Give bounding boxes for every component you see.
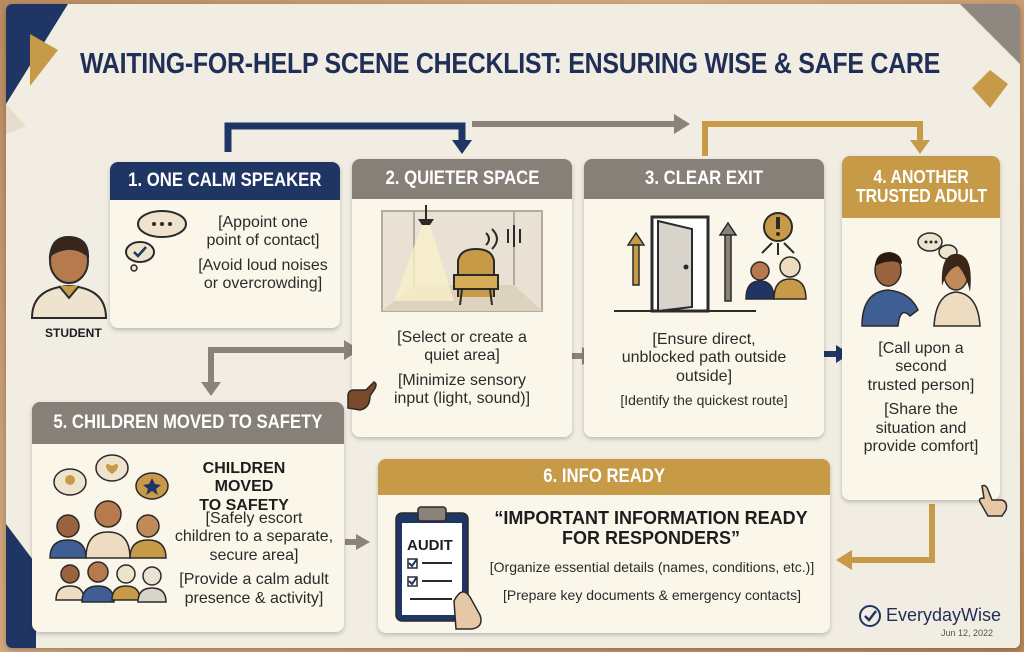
card-another-trusted-adult: 4. ANOTHER TRUSTED ADULT [Call upon a se…: [842, 156, 1000, 500]
pointing-hand-icon: [347, 381, 377, 411]
page-title: WAITING-FOR-HELP SCENE CHECKLIST: ENSURI…: [80, 48, 941, 80]
text-line: [Identify the quickest route]: [620, 392, 788, 409]
text-line: quiet area]: [424, 347, 500, 365]
card-title-line: TRUSTED ADULT: [855, 186, 987, 206]
card-info-ready: 6. INFO READY AUDIT “IMPORTANT INFORMATI…: [378, 459, 830, 633]
two-adults-talking-icon: [861, 232, 981, 327]
card-header: 4. ANOTHER TRUSTED ADULT: [842, 156, 1000, 218]
text-line: presence & activity]: [184, 589, 324, 607]
text-line: [Prepare key documents & emergency conta…: [502, 587, 802, 604]
children-group-icon: [49, 454, 169, 603]
clipboard-icon: [395, 506, 482, 630]
check-badge-icon: [859, 605, 881, 627]
text-line: [Appoint one: [218, 214, 308, 231]
text-line: [Ensure direct,: [652, 331, 756, 348]
card-one-calm-speaker: 1. ONE CALM SPEAKER [Appoint one point o…: [110, 162, 340, 328]
card-text: [Appoint one point of contact] [Avoid lo…: [188, 214, 338, 294]
card-title: 5. CHILDREN MOVED TO SAFETY: [53, 412, 323, 434]
text-line: unblocked path outside: [621, 349, 787, 367]
card-header: 2. QUIETER SPACE: [352, 159, 572, 199]
exit-door-icon: [614, 212, 807, 313]
text-line: provide comfort]: [863, 437, 979, 455]
text-line: trusted person]: [867, 376, 975, 394]
card-text: [Ensure direct, unblocked path outside o…: [588, 331, 820, 408]
text-line: children to a separate,: [174, 528, 334, 546]
card-title: 1. ONE CALM SPEAKER: [128, 170, 322, 192]
quiet-room-icon: [381, 205, 543, 312]
card-header: 5. CHILDREN MOVED TO SAFETY: [32, 402, 344, 444]
brand-name: EverydayWise: [886, 605, 1002, 625]
text-line: second: [895, 358, 947, 376]
card-title-line: 4. ANOTHER: [873, 167, 969, 188]
subtitle-line: TO SAFETY: [199, 496, 289, 514]
text-line: [Minimize sensory: [397, 371, 527, 389]
text-line: situation and: [875, 419, 967, 437]
card-clear-exit: 3. CLEAR EXIT [Ensure direct, unblocked …: [584, 159, 824, 437]
clipboard-label: AUDIT: [407, 537, 453, 554]
card-quieter-space: 2. QUIETER SPACE [Select or create a qui…: [352, 159, 572, 437]
text-line: secure area]: [209, 546, 299, 564]
card-text: [Organize essential details (names, cond…: [478, 559, 826, 603]
card-header: 1. ONE CALM SPEAKER: [110, 162, 340, 200]
text-line: input (light, sound)]: [393, 390, 531, 408]
corner-decoration-top-left: [6, 4, 68, 134]
pointing-hand-icon: [978, 484, 1008, 517]
card-quote: “IMPORTANT INFORMATION READY FOR RESPOND…: [486, 508, 816, 549]
thought-bubble-icon: [125, 210, 187, 272]
card-title: 3. CLEAR EXIT: [644, 168, 763, 190]
card-text: [Safely escort children to a separate, s…: [168, 510, 340, 608]
text-line: [Organize essential details (names, cond…: [489, 559, 815, 575]
quote-line: FOR RESPONDERS”: [561, 527, 741, 548]
card-children-moved-to-safety: 5. CHILDREN MOVED TO SAFETY CHILDREN MO: [32, 402, 344, 632]
text-line: point of contact]: [206, 232, 320, 250]
card-title: 6. INFO READY: [543, 466, 665, 488]
flow-arrows: [201, 114, 935, 570]
text-line: [Provide a calm adult: [179, 571, 329, 589]
corner-decoration-bottom-left: [6, 524, 36, 648]
subtitle-line: CHILDREN MOVED: [202, 460, 286, 496]
checklist-board: WAITING-FOR-HELP SCENE CHECKLIST: ENSURI…: [6, 4, 1020, 648]
text-line: [Safely escort: [205, 510, 303, 527]
card-text: [Call upon a second trusted person] [Sha…: [846, 340, 996, 456]
corner-decoration-top-right: [960, 4, 1020, 108]
text-line: [Select or create a: [397, 329, 527, 346]
card-header: 6. INFO READY: [378, 459, 830, 495]
card-header: 3. CLEAR EXIT: [584, 159, 824, 199]
card-subtitle: CHILDREN MOVED TO SAFETY: [178, 460, 310, 515]
quote-line: “IMPORTANT INFORMATION READY: [494, 508, 808, 528]
student-avatar-icon: [30, 235, 108, 319]
text-line: [Avoid loud noises: [198, 256, 328, 274]
text-line: outside]: [675, 367, 733, 385]
text-line: [Share the: [884, 401, 958, 419]
student-label: STUDENT: [45, 326, 102, 340]
card-text: [Select or create a quiet area] [Minimiz…: [358, 329, 566, 409]
text-line: [Call upon a: [878, 340, 964, 357]
brand-date: Jun 12, 2022: [941, 628, 994, 638]
card-title: 2. QUIETER SPACE: [385, 168, 539, 190]
text-line: or overcrowding]: [203, 275, 323, 293]
